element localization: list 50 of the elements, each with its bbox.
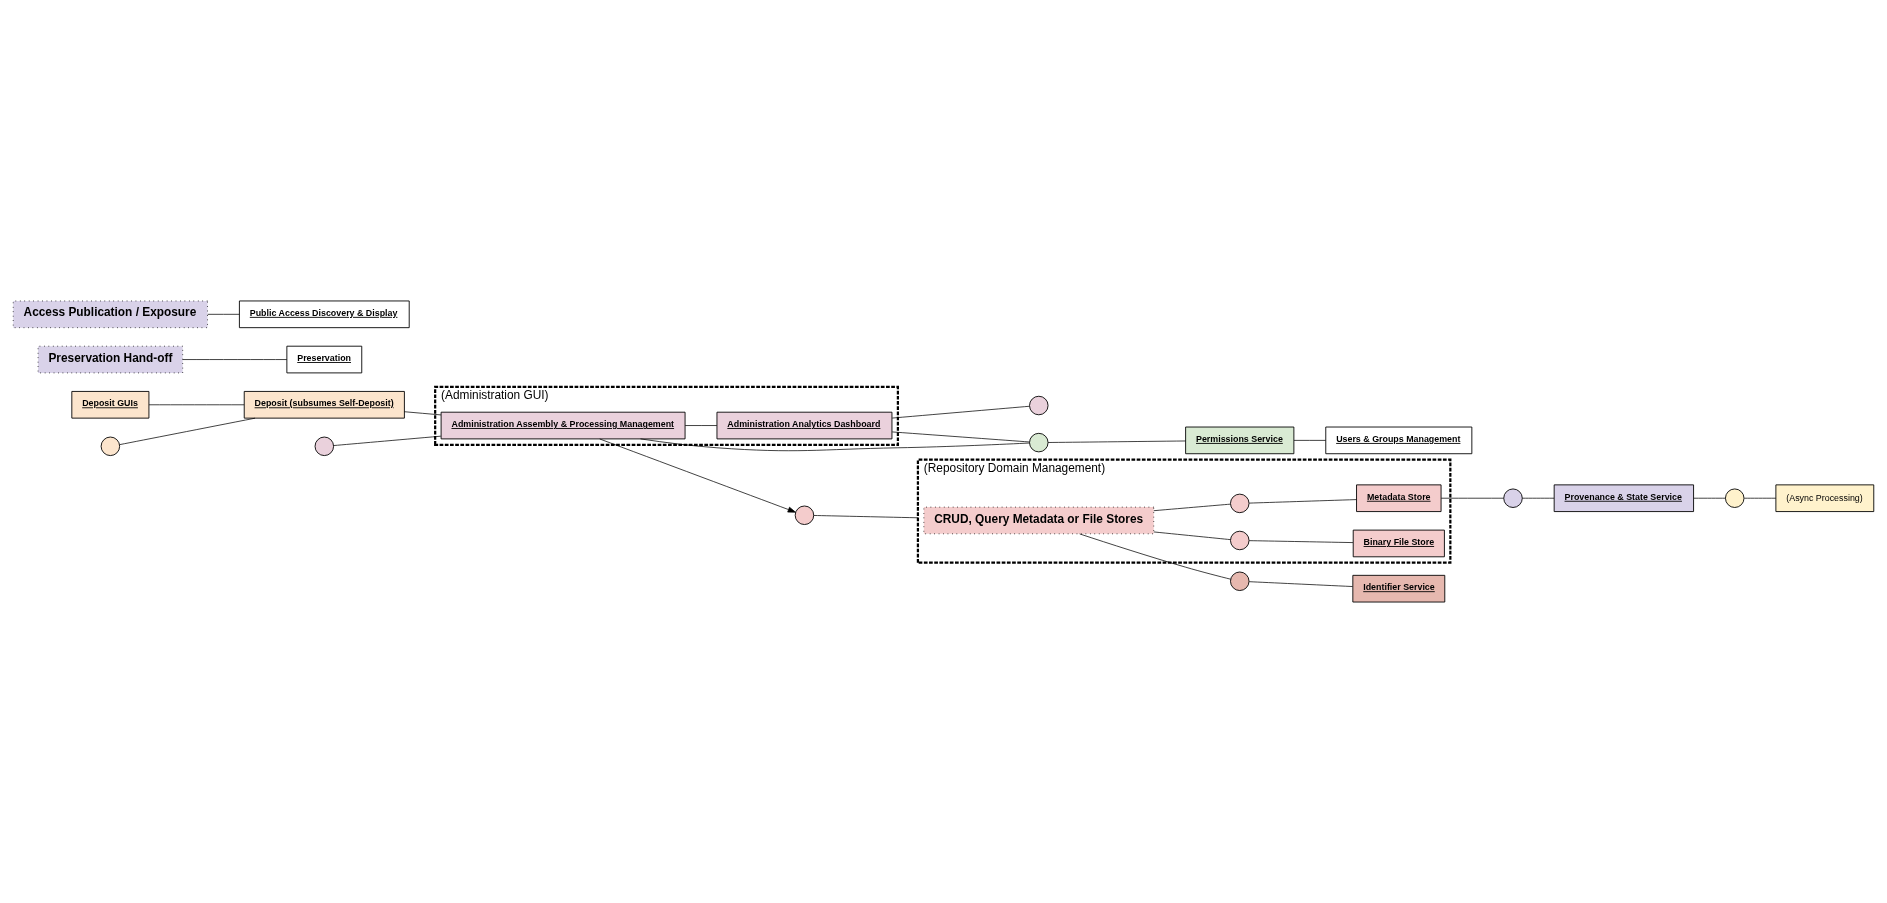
connector [1153,503,1231,512]
node-box: Preservation Hand-off [37,345,184,374]
connector [891,405,1030,419]
connector [1079,533,1231,580]
connector [207,313,240,315]
connector [119,417,256,445]
node-box: Binary File Store [1352,529,1445,558]
node-circle [100,436,121,457]
node-circle [1029,395,1049,416]
connector [1293,440,1327,441]
connector [1047,440,1186,443]
node-box: Users & Groups Management [1325,426,1473,455]
connector [1248,581,1353,587]
connector [404,411,442,416]
node-box: Administration Analytics Dashboard [716,411,893,440]
connector [1153,531,1231,540]
node-circle [1230,530,1250,551]
connector [891,431,1030,443]
node-box: Deposit GUIs [71,391,150,419]
node-circle [1029,432,1049,453]
node-box: Administration Assembly & Processing Management [440,411,686,440]
node-box: Public Access Discovery & Display [238,300,410,329]
connector [1521,497,1555,499]
node-circle [1503,488,1523,508]
node-box: Deposit (subsumes Self-Deposit) [243,391,405,419]
connector [1248,499,1357,504]
node-box: Metadata Store [1356,484,1442,512]
connector [1440,497,1504,499]
node-circle [1230,493,1250,514]
node-circle [1230,571,1250,591]
connector [1743,497,1777,499]
connector [1248,540,1354,543]
node-box: Permissions Service [1185,426,1295,455]
node-box: Provenance & State Service [1553,484,1694,512]
node-box: Identifier Service [1352,574,1446,603]
connector [813,515,919,519]
node-circle [794,505,815,525]
node-box: (Async Processing) [1775,484,1875,512]
node-box: Access Publication / Exposure [12,300,208,329]
connector [333,435,442,446]
connector [182,359,288,360]
node-box: CRUD, Query Metadata or File Stores [923,506,1155,535]
node-circle [314,436,335,457]
connector [1693,497,1726,499]
connector [684,425,718,426]
node-box: Preservation [286,345,363,374]
connector [640,438,1030,452]
node-circle [1725,488,1745,508]
arrow [599,438,796,513]
connector [148,404,245,406]
